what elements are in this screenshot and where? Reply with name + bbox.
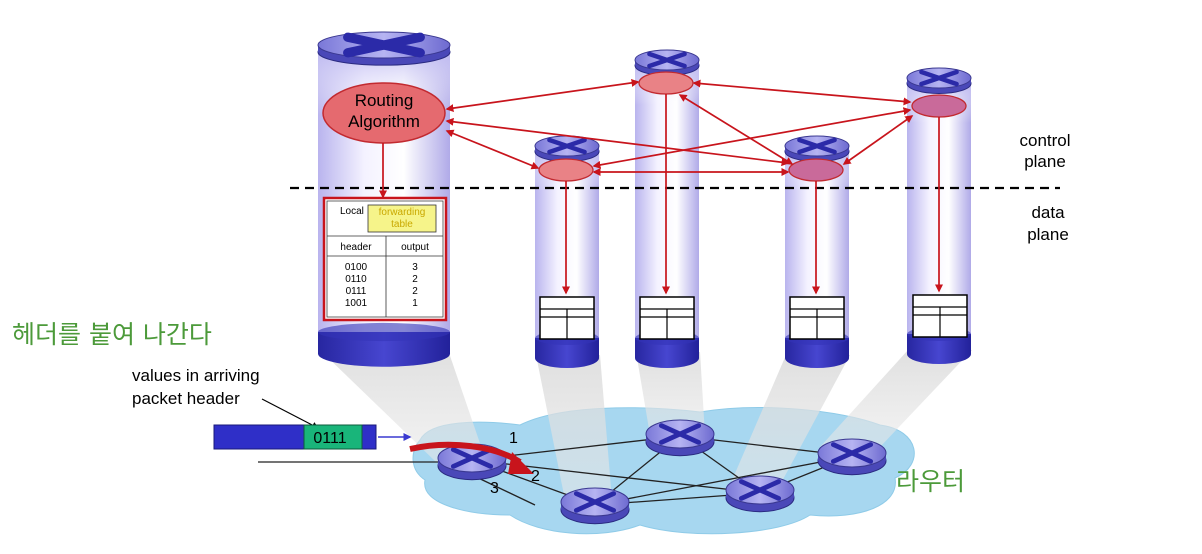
control-plane-line2: plane — [1024, 152, 1066, 171]
caption-pointer — [261, 398, 319, 429]
control-plane-line1: control — [1019, 131, 1070, 150]
routing-algorithm-oval — [322, 82, 446, 144]
router-cylinder-4-top — [906, 67, 972, 94]
port-label-1: 1 — [509, 430, 518, 447]
port-label-2: 2 — [531, 468, 540, 485]
packet-caption-line1: values in arriving — [132, 366, 260, 385]
table-title-line1: forwarding — [379, 207, 426, 218]
table-row-header: 0110 — [345, 274, 367, 285]
agent-oval-1 — [538, 158, 594, 182]
agent-oval-4 — [911, 94, 967, 118]
table-local-label: Local — [340, 206, 364, 217]
table-row-header: 0111 — [346, 286, 367, 297]
packet-caption-line2: packet header — [132, 389, 240, 408]
router-cylinder-1-top — [534, 135, 600, 162]
network-router-4 — [725, 475, 795, 513]
routing-controller-cylinder-top — [317, 31, 451, 66]
mini-table-1 — [539, 296, 595, 340]
table-row-header: 0100 — [345, 262, 368, 273]
packet-header-value: 0111 — [313, 430, 346, 447]
korean-router-note: 라우터 — [896, 467, 965, 496]
mini-table-2 — [639, 296, 695, 340]
projection-beams — [320, 350, 972, 500]
table-title-line2: table — [391, 219, 413, 230]
port-label-3: 3 — [490, 480, 499, 497]
table-row-output: 3 — [412, 262, 418, 273]
network-router-2 — [645, 419, 715, 457]
mini-table-3 — [789, 296, 845, 340]
table-row-output: 1 — [412, 298, 418, 309]
routing-algorithm-line2: Algorithm — [348, 112, 420, 131]
col-output-label: output — [401, 242, 429, 253]
table-row-header: 1001 — [345, 298, 368, 309]
forwarding-table: Local forwarding table header output 010… — [322, 196, 448, 322]
agent-oval-2 — [638, 71, 694, 95]
forwarding-curve-arrowhead — [508, 452, 534, 474]
table-row-output: 2 — [412, 286, 418, 297]
router-cylinder-3-top — [784, 135, 850, 162]
data-plane-line2: plane — [1027, 225, 1069, 244]
network-router-3 — [560, 487, 630, 525]
data-plane-line1: data — [1031, 203, 1065, 222]
router-cylinder-2-top — [634, 49, 700, 76]
routing-algorithm-line1: Routing — [355, 91, 414, 110]
network-router-5 — [817, 438, 887, 476]
mini-table-4 — [912, 294, 968, 338]
korean-header-note: 헤더를 붙여 나간다 — [12, 320, 212, 349]
packet: 0111 — [213, 424, 412, 450]
col-header-label: header — [340, 242, 372, 253]
control-arrows — [379, 78, 943, 295]
agent-oval-3 — [788, 158, 844, 182]
table-row-output: 2 — [412, 274, 418, 285]
